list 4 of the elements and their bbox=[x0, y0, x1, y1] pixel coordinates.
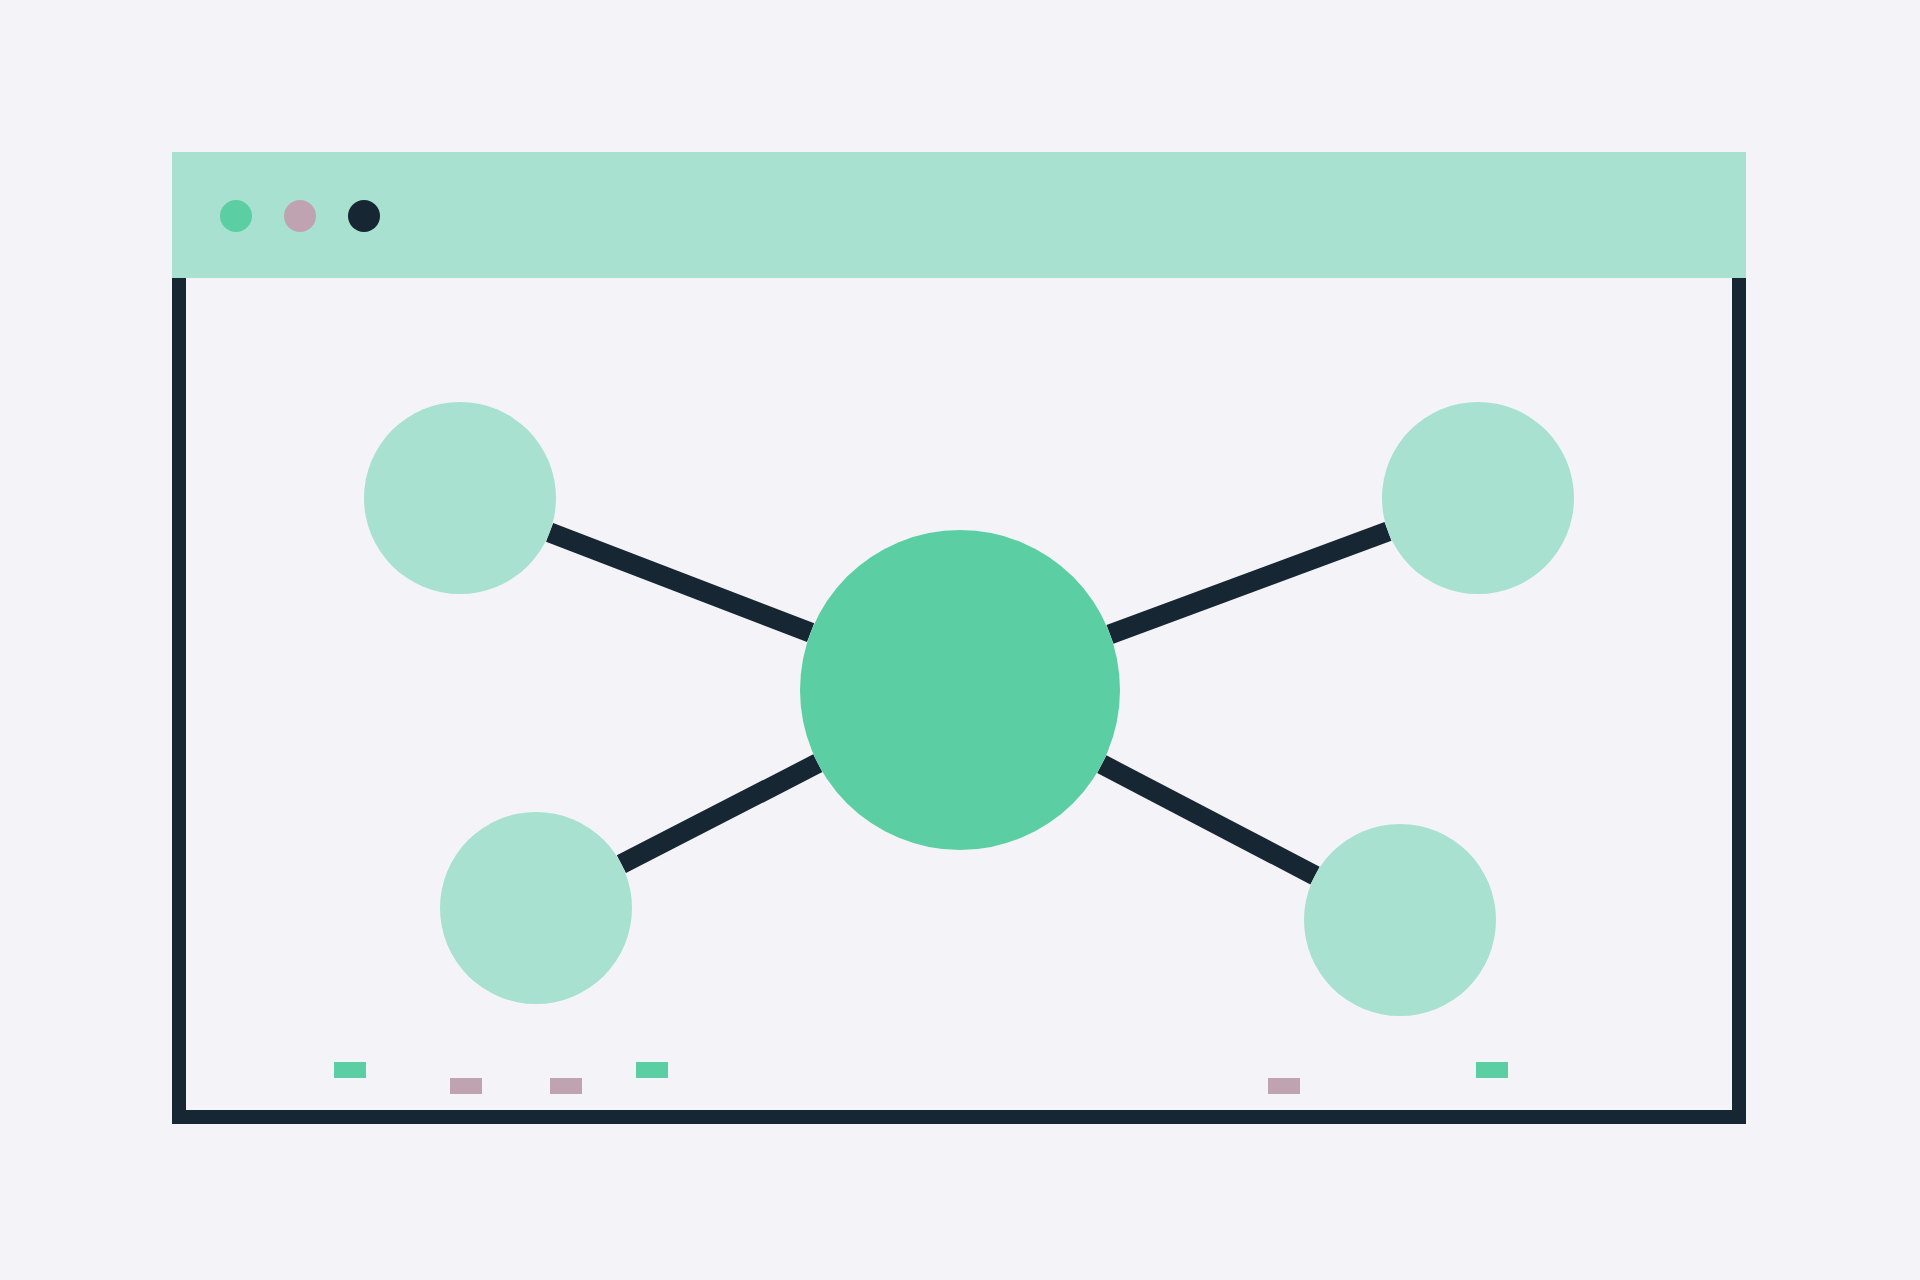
connector-line bbox=[1106, 522, 1392, 644]
connector-line bbox=[616, 754, 823, 874]
connector-line bbox=[546, 523, 815, 642]
connector-line bbox=[1097, 755, 1320, 885]
